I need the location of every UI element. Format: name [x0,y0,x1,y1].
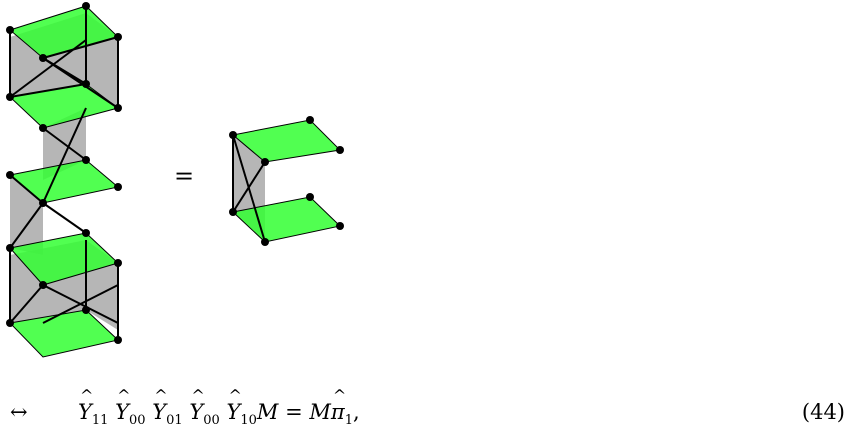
y-operator-3: Y [152,386,167,424]
vertex [39,124,47,132]
equation-equals: = [285,400,303,424]
vertex [336,146,344,154]
vertex [82,80,90,88]
y-operator-5: Y [226,386,241,424]
edge [9,83,87,98]
tensor-diagram-figure [6,2,344,358]
vertex [6,26,14,34]
equation-line: ↔ Y11 Y00 Y01 Y00 Y10M = Mπ1, (44) [0,386,865,434]
vertex [82,229,90,237]
edge [9,39,87,98]
edge [42,36,119,59]
y-operator-4: Y [189,386,204,424]
vertex [114,259,122,267]
vertex [306,116,314,124]
vertex [82,2,90,10]
vertex [6,171,14,179]
vertex [261,238,269,246]
edge [232,161,266,213]
y-operator-5-sub: 10 [240,413,257,428]
y-operator-1: Y [78,386,93,424]
gray-slab-lower [10,175,43,255]
edge [42,202,87,234]
m-right: M [309,400,331,424]
vertex [229,208,237,216]
vertex [114,183,122,191]
vertex [82,306,90,314]
diagram-equals-sign: = [174,162,195,190]
right-diagram [229,116,344,246]
vertex [114,33,122,41]
y-operator-1-sub: 11 [91,413,109,428]
pi-operator: π [331,386,346,424]
left-stack [6,2,122,358]
equation-body: Y11 Y00 Y01 Y00 Y10M = Mπ1, [78,386,360,428]
edge [42,127,87,161]
vertex [39,54,47,62]
vertex [6,93,14,101]
y-operator-2-sub: 00 [128,413,146,428]
vertex [306,193,314,201]
vertex [229,131,237,139]
equation-comma: , [352,400,360,424]
vertex [114,104,122,112]
y-operator-3-sub: 01 [166,413,183,428]
edge [42,57,119,109]
vertex [39,199,47,207]
vertex [39,281,47,289]
equivalence-arrow: ↔ [10,400,28,424]
vertex [6,244,14,252]
vertex [82,156,90,164]
edge [42,284,119,324]
edge [9,202,44,249]
edge [9,284,44,324]
pi-operator-sub: 1 [344,413,353,428]
vertex [6,319,14,327]
y-operator-2: Y [115,386,130,424]
edge [9,174,44,204]
y-operator-4-sub: 00 [203,413,220,428]
m-left: M [256,400,279,424]
edge [42,107,87,204]
equation-number: (44) [801,400,845,424]
vertex [336,222,344,230]
vertex [114,336,122,344]
vertex [261,158,269,166]
